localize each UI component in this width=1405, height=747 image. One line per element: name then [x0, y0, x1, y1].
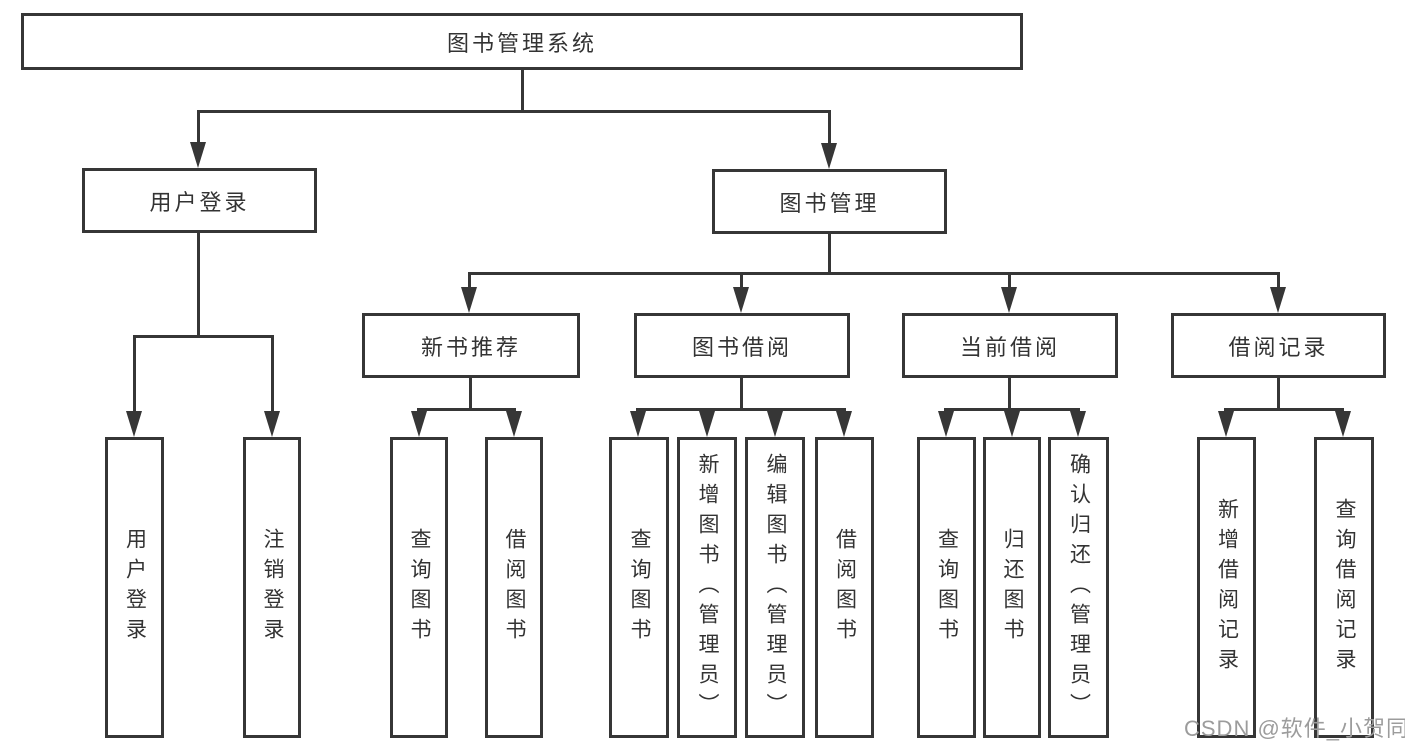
- leaf-current-confirm-return: 确认归还（管理员）: [1048, 437, 1109, 738]
- node-new-book-recommend: 新书推荐: [362, 313, 580, 378]
- connector-line: [197, 110, 831, 113]
- arrowhead-down-icon: [461, 287, 477, 313]
- connector-line: [1008, 378, 1011, 411]
- leaf-label: 新增图书（管理员）: [696, 452, 719, 723]
- connector-line: [469, 378, 472, 411]
- node-user-login: 用户登录: [82, 168, 317, 233]
- node-label: 新书推荐: [420, 334, 521, 360]
- connector-line: [740, 378, 743, 411]
- leaf-label: 新增借阅记录: [1215, 497, 1239, 678]
- connector-line: [521, 70, 524, 112]
- leaf-label: 编辑图书（管理员）: [764, 452, 787, 723]
- arrowhead-down-icon: [1335, 411, 1351, 437]
- node-book-management: 图书管理: [712, 169, 947, 234]
- node-label: 当前借阅: [959, 334, 1060, 360]
- connector-line: [468, 272, 471, 290]
- leaf-logout: 注销登录: [243, 437, 301, 738]
- leaf-label: 查询图书: [628, 527, 651, 648]
- connector-line: [944, 408, 1080, 411]
- arrowhead-down-icon: [767, 411, 783, 437]
- arrowhead-down-icon: [938, 411, 954, 437]
- arrowhead-down-icon: [1270, 287, 1286, 313]
- node-label: 图书借阅: [691, 334, 792, 360]
- leaf-borrowing-borrow-books: 借阅图书: [815, 437, 874, 738]
- leaf-borrowing-edit-books: 编辑图书（管理员）: [745, 437, 805, 738]
- arrowhead-down-icon: [733, 287, 749, 313]
- connector-line: [417, 408, 516, 411]
- connector-line: [828, 234, 831, 275]
- leaf-label: 借阅图书: [503, 527, 526, 648]
- arrowhead-down-icon: [821, 143, 837, 169]
- arrowhead-down-icon: [699, 411, 715, 437]
- connector-line: [1008, 272, 1011, 290]
- arrowhead-down-icon: [1070, 411, 1086, 437]
- arrowhead-down-icon: [836, 411, 852, 437]
- leaf-recommend-borrow-books: 借阅图书: [485, 437, 543, 738]
- arrowhead-down-icon: [506, 411, 522, 437]
- leaf-label: 查询图书: [935, 527, 959, 648]
- leaf-current-query-books: 查询图书: [917, 437, 976, 738]
- node-label: 图书管理系统: [446, 30, 597, 56]
- arrowhead-down-icon: [630, 411, 646, 437]
- leaf-borrowing-add-books: 新增图书（管理员）: [677, 437, 737, 738]
- arrowhead-down-icon: [264, 411, 280, 437]
- leaf-user-login: 用户登录: [105, 437, 164, 738]
- arrowhead-down-icon: [126, 411, 142, 437]
- node-borrowing-records: 借阅记录: [1171, 313, 1386, 378]
- connector-line: [636, 408, 846, 411]
- leaf-label: 归还图书: [1001, 527, 1024, 648]
- connector-line: [468, 272, 1280, 275]
- connector-line: [271, 335, 274, 415]
- leaf-label: 注销登录: [261, 527, 284, 648]
- connector-line: [197, 110, 200, 146]
- connector-line: [1224, 408, 1344, 411]
- leaf-borrowing-query-books: 查询图书: [609, 437, 669, 738]
- leaf-records-query-record: 查询借阅记录: [1314, 437, 1374, 738]
- connector-line: [197, 233, 200, 338]
- leaf-label: 查询借阅记录: [1333, 497, 1356, 678]
- node-label: 图书管理: [779, 190, 880, 216]
- arrowhead-down-icon: [1001, 287, 1017, 313]
- connector-line: [133, 335, 136, 415]
- arrowhead-down-icon: [1218, 411, 1234, 437]
- leaf-label: 用户登录: [123, 527, 147, 648]
- leaf-label: 借阅图书: [833, 527, 857, 648]
- node-label: 用户登录: [149, 189, 250, 215]
- leaf-records-add-record: 新增借阅记录: [1197, 437, 1256, 738]
- node-book-borrowing: 图书借阅: [634, 313, 850, 378]
- leaf-label: 查询图书: [408, 527, 431, 648]
- connector-line: [828, 110, 831, 146]
- arrowhead-down-icon: [190, 142, 206, 168]
- csdn-watermark: CSDN @软件_小贺同学: [1184, 716, 1405, 741]
- node-library-management-system: 图书管理系统: [21, 13, 1023, 70]
- leaf-label: 确认归还（管理员）: [1067, 452, 1091, 723]
- connector-line: [133, 335, 274, 338]
- arrowhead-down-icon: [411, 411, 427, 437]
- connector-line: [1277, 272, 1280, 290]
- node-current-borrowing: 当前借阅: [902, 313, 1118, 378]
- connector-line: [1277, 378, 1280, 411]
- arrowhead-down-icon: [1004, 411, 1020, 437]
- connector-line: [740, 272, 743, 290]
- node-label: 借阅记录: [1228, 334, 1329, 360]
- leaf-current-return-books: 归还图书: [983, 437, 1041, 738]
- leaf-recommend-query-books: 查询图书: [390, 437, 448, 738]
